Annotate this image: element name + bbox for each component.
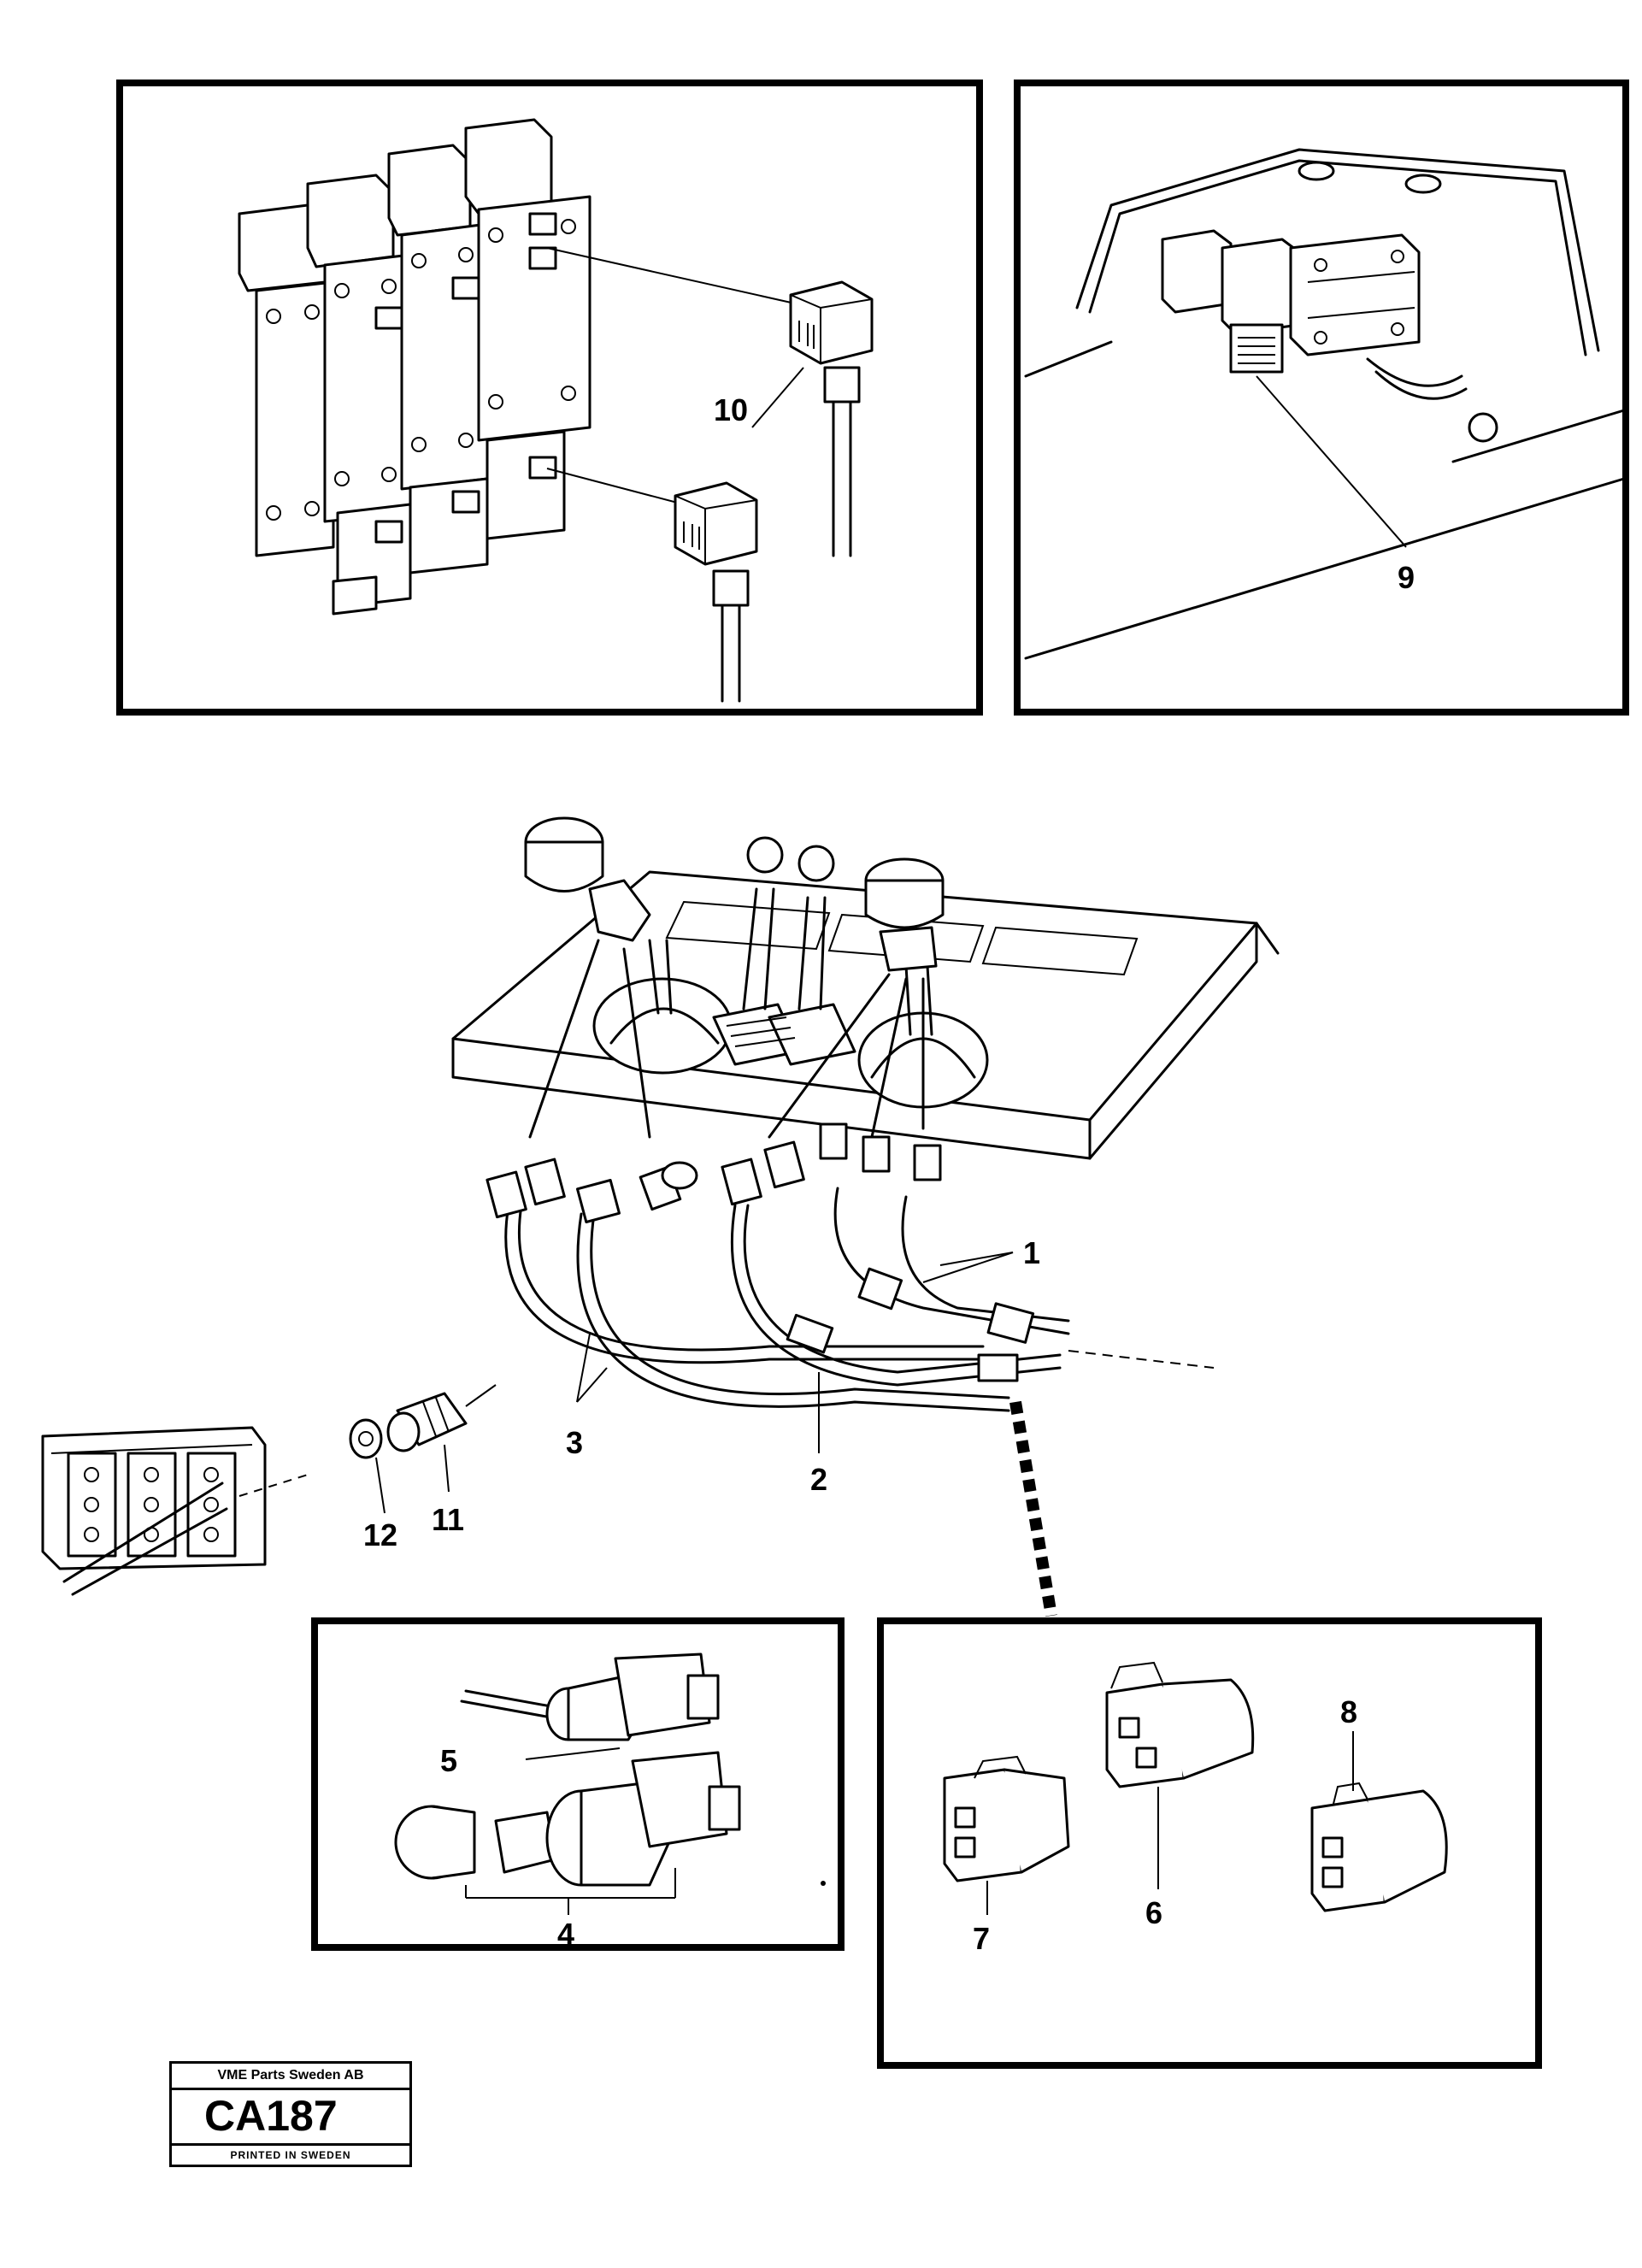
bracket-valve (1161, 229, 1468, 400)
connector-plug-lower (674, 481, 758, 703)
parts-stamp: VME Parts Sweden AB CA187 PRINTED IN SWE… (169, 2061, 412, 2167)
pin-11 (386, 1384, 497, 1452)
cable-harness: 1 3 2 (486, 1122, 1215, 1617)
housing-7 (943, 1755, 1070, 1915)
panel-switches: 5 4 (311, 1617, 845, 1952)
callout-3: 3 (566, 1425, 583, 1460)
panel-connector-housings: 7 6 8 (877, 1617, 1542, 2069)
joystick-left (524, 816, 733, 1075)
callout-10: 10 (714, 392, 748, 427)
panel-valve-block: 10 (116, 80, 983, 716)
callout-5: 5 (440, 1743, 457, 1778)
panel-bracket: 9 (1014, 80, 1629, 716)
callout-9: 9 (1398, 560, 1415, 595)
callout-4: 4 (557, 1917, 574, 1952)
callout-11: 11 (432, 1502, 464, 1537)
callout-1: 1 (1023, 1235, 1040, 1270)
stamp-company: VME Parts Sweden AB (172, 2064, 409, 2090)
stamp-code: CA187 (204, 2092, 338, 2140)
toggle-switch (460, 1652, 720, 1760)
valve-stack (238, 118, 591, 616)
stamp-printed: PRINTED IN SWEDEN (172, 2143, 409, 2165)
rotary-switch (394, 1751, 741, 1915)
housing-6 (1105, 1661, 1255, 1889)
callout-2: 2 (810, 1462, 827, 1497)
callout-6: 6 (1145, 1895, 1162, 1930)
control-console (451, 816, 1280, 1160)
callout-7: 7 (973, 1921, 990, 1956)
connector-plug-upper (789, 280, 874, 557)
pin-12 (349, 1418, 383, 1459)
housing-8 (1310, 1731, 1448, 1912)
callout-12: 12 (363, 1517, 397, 1552)
callout-8: 8 (1340, 1694, 1357, 1729)
terminal-strip: 12 11 (41, 1384, 497, 1596)
